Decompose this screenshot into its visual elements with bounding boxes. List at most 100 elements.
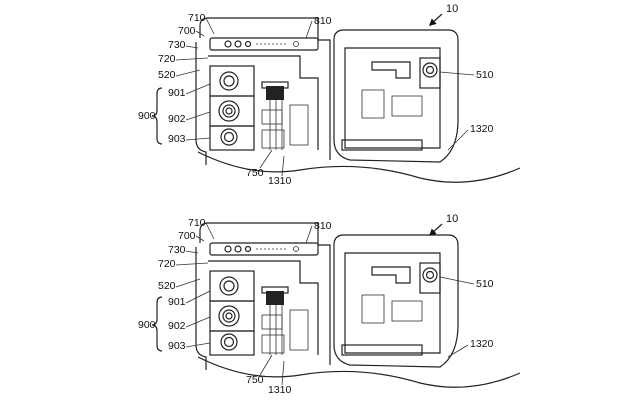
leader-903 [185, 137, 211, 141]
camera-lens-902-inner [225, 107, 233, 115]
brace-900 [151, 87, 163, 145]
label-700: 700 [178, 25, 196, 37]
camera-lens-901-inner [223, 75, 235, 87]
right-bracket [371, 61, 411, 79]
brace-900 [151, 296, 163, 352]
label-902: 902 [168, 113, 186, 125]
label-900: 900 [138, 319, 156, 331]
figure-arrow-top [428, 13, 443, 26]
flex-pad-2 [261, 129, 285, 149]
connector-750 [266, 291, 284, 305]
camera-module-901 [209, 65, 255, 97]
right-chip-1 [361, 89, 385, 119]
right-camera-lens-outer [422, 62, 438, 78]
label-1310: 1310 [268, 175, 292, 187]
label-730: 730 [168, 39, 186, 51]
flex-cable-traces [269, 305, 283, 355]
left-housing-outline [199, 222, 331, 365]
right-housing [333, 234, 459, 368]
flex-cable-traces [269, 100, 283, 150]
leader-730 [185, 45, 199, 49]
leader-810 [305, 20, 313, 39]
label-810: 810 [314, 15, 332, 27]
label-810: 810 [314, 220, 332, 232]
camera-module-901 [209, 270, 255, 302]
label-520: 520 [158, 280, 176, 292]
left-housing-edge [195, 247, 207, 370]
label-750: 750 [246, 167, 264, 179]
camera-hole-2 [234, 40, 242, 48]
connector-750-top [261, 286, 289, 294]
leader-520 [175, 278, 201, 288]
leader-750 [259, 149, 273, 169]
right-chip-2 [391, 300, 423, 322]
leader-510 [439, 276, 475, 285]
right-bracket [371, 266, 411, 284]
leader-901 [185, 83, 211, 95]
leader-1310 [281, 360, 285, 386]
flex-pad-1 [261, 314, 283, 330]
leader-1320 [447, 129, 469, 151]
camera-hole-2 [234, 245, 242, 253]
label-510: 510 [476, 69, 494, 81]
camera-hole-4 [293, 41, 299, 47]
leader-730 [185, 250, 199, 254]
figure-number-bottom: 10 [446, 213, 458, 225]
inner-board [208, 55, 319, 150]
figure-ref-top: 10 [428, 3, 458, 26]
camera-lens-901-inner [223, 280, 235, 292]
leader-902 [185, 316, 211, 328]
leader-710 [205, 17, 215, 35]
label-520: 520 [158, 69, 176, 81]
camera-hole-3 [244, 40, 252, 48]
leader-901 [185, 290, 211, 304]
right-camera-lens-inner [425, 270, 435, 280]
camera-lens-902-outer [218, 100, 240, 122]
leader-520 [175, 69, 201, 77]
panel-bottom: 710 700 810 730 720 520 901 902 903 900 … [138, 217, 521, 396]
flex-pad-2 [261, 334, 285, 354]
leader-902 [185, 111, 211, 121]
right-chip-2 [391, 95, 423, 117]
label-720: 720 [158, 258, 176, 270]
camera-hole-1 [224, 40, 232, 48]
chip-right [289, 309, 309, 351]
leader-720 [175, 57, 209, 61]
label-901: 901 [168, 296, 186, 308]
cut-line-top [197, 151, 521, 183]
camera-lens-903-outer [220, 333, 238, 351]
label-720: 720 [158, 53, 176, 65]
panel-top: 710 700 810 730 720 520 901 902 903 900 … [138, 12, 521, 187]
right-housing [333, 29, 459, 163]
leader-1310 [281, 155, 285, 177]
leader-810 [305, 225, 313, 244]
connector-750-top [261, 81, 289, 89]
camera-lens-903-outer [220, 128, 238, 146]
right-camera-block [419, 57, 441, 89]
right-chip-1 [361, 294, 385, 324]
label-700: 700 [178, 230, 196, 242]
right-camera-lens-outer [422, 267, 438, 283]
flex-pad-1 [261, 109, 283, 125]
camera-lens-902-inner [225, 312, 233, 320]
leader-1320 [447, 344, 469, 358]
label-903: 903 [168, 340, 186, 352]
figure-arrow-bottom [428, 223, 443, 236]
right-bottom-flex [341, 139, 423, 151]
right-inner-board [344, 252, 441, 354]
camera-hole-1 [224, 245, 232, 253]
leader-750 [259, 354, 273, 376]
label-510: 510 [476, 278, 494, 290]
camera-lens-902-outer [218, 305, 240, 327]
camera-hole-3 [244, 245, 252, 253]
right-camera-lens-inner [425, 65, 435, 75]
label-901: 901 [168, 87, 186, 99]
top-bar-810 [209, 242, 319, 256]
camera-lens-902-mid [222, 104, 236, 118]
cut-line-bottom [197, 356, 521, 388]
leader-720 [175, 262, 209, 266]
leader-510 [439, 71, 475, 76]
label-1310: 1310 [268, 384, 292, 396]
leader-710 [205, 222, 215, 240]
